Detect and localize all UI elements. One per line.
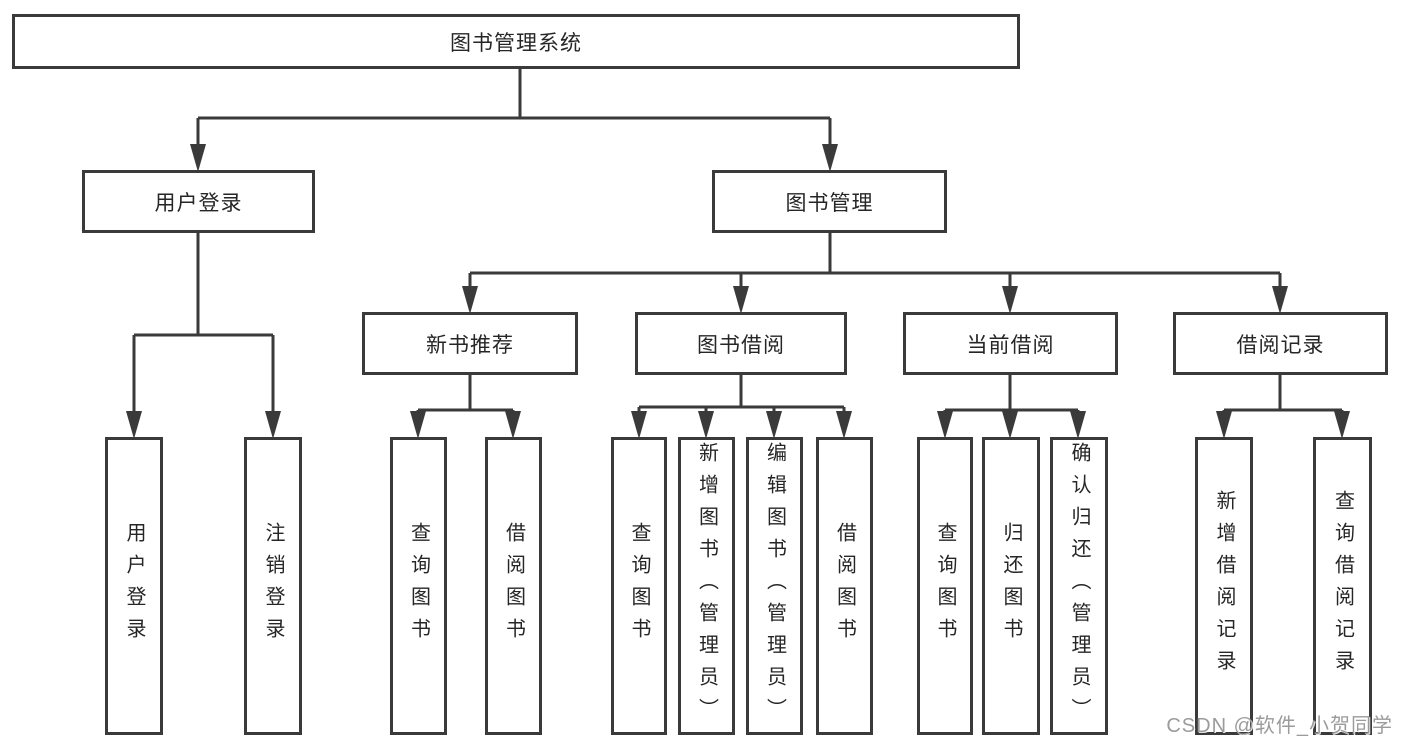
connector-paths — [132, 69, 1344, 414]
arrowhead — [1272, 286, 1288, 314]
node-label: 借阅图书 — [502, 522, 525, 650]
node-book-management-system: 图书管理系统 — [12, 14, 1020, 69]
node-label: 当前借阅 — [966, 333, 1055, 357]
node-edit-books-admin: 编辑图书（管理员） — [746, 437, 803, 735]
arrowhead — [836, 411, 852, 439]
node-label: 注销登录 — [262, 522, 284, 650]
arrowhead — [126, 411, 142, 439]
node-query-books-current: 查询图书 — [917, 437, 973, 735]
node-borrowing-records: 借阅记录 — [1173, 312, 1388, 375]
arrowhead — [505, 411, 521, 439]
arrowhead — [462, 286, 478, 314]
node-label: 用户登录 — [123, 522, 145, 650]
node-label: 图书借阅 — [697, 333, 785, 357]
node-book-management: 图书管理 — [712, 170, 947, 233]
node-label: 查询图书 — [407, 522, 430, 650]
node-return-books: 归还图书 — [982, 437, 1040, 735]
arrowhead — [410, 411, 426, 439]
node-confirm-return-admin: 确认归还（管理员） — [1050, 437, 1108, 735]
node-label: 图书管理系统 — [450, 31, 582, 55]
node-new-book-recommendation: 新书推荐 — [362, 312, 578, 375]
csdn-watermark: CSDN @软件_小贺同学 — [1166, 715, 1393, 737]
arrowhead — [733, 286, 749, 314]
node-label: 借阅图书 — [833, 522, 856, 650]
node-label: 用户登录 — [154, 191, 243, 215]
arrowhead — [190, 144, 206, 172]
node-add-borrow-record: 新增借阅记录 — [1195, 437, 1253, 735]
arrowhead — [265, 411, 281, 439]
arrowhead — [937, 411, 953, 439]
node-label: 借阅记录 — [1236, 333, 1325, 357]
node-label: 查询图书 — [628, 522, 650, 650]
connector-borrow-to-leaves — [637, 375, 846, 414]
arrowhead — [1334, 411, 1350, 439]
arrowhead — [822, 144, 838, 172]
arrowhead — [1216, 411, 1232, 439]
node-label: 确认归还（管理员） — [1068, 442, 1090, 730]
node-label: 新增借阅记录 — [1213, 490, 1235, 682]
arrowhead — [1002, 286, 1018, 314]
node-label: 查询借阅记录 — [1331, 490, 1354, 682]
node-current-borrowing: 当前借阅 — [903, 312, 1118, 375]
arrowhead — [631, 411, 647, 439]
node-query-books-borrowing: 查询图书 — [611, 437, 667, 735]
node-query-borrow-record: 查询借阅记录 — [1313, 437, 1372, 735]
node-add-books-admin: 新增图书（管理员） — [678, 437, 735, 735]
node-query-books-recommend: 查询图书 — [390, 437, 447, 735]
connector-current-to-leaves — [943, 375, 1080, 414]
arrowheads — [126, 144, 1350, 439]
node-logout: 注销登录 — [244, 437, 302, 735]
node-label: 查询图书 — [934, 522, 956, 650]
node-label: 编辑图书（管理员） — [763, 442, 786, 730]
node-label: 归还图书 — [1000, 522, 1022, 650]
node-label: 新增图书（管理员） — [695, 442, 718, 730]
node-borrow-books-recommend: 借阅图书 — [485, 437, 542, 735]
node-label: 新书推荐 — [426, 333, 514, 357]
connector-userlogin-to-leaves — [132, 233, 275, 414]
connector-newbook-to-leaves — [416, 375, 515, 414]
connector-records-to-leaves — [1222, 375, 1344, 414]
node-book-borrowing: 图书借阅 — [635, 312, 847, 375]
arrowhead — [698, 411, 714, 439]
node-borrow-books: 借阅图书 — [816, 437, 873, 735]
node-user-login: 用户登录 — [82, 170, 315, 233]
arrowhead — [1002, 411, 1018, 439]
connector-root-to-level2 — [196, 69, 832, 148]
node-label: 图书管理 — [785, 191, 874, 215]
arrowhead — [1070, 411, 1086, 439]
arrowhead — [766, 411, 782, 439]
node-user-login-leaf: 用户登录 — [105, 437, 163, 735]
connector-bookmgmt-to-level3 — [468, 233, 1282, 289]
